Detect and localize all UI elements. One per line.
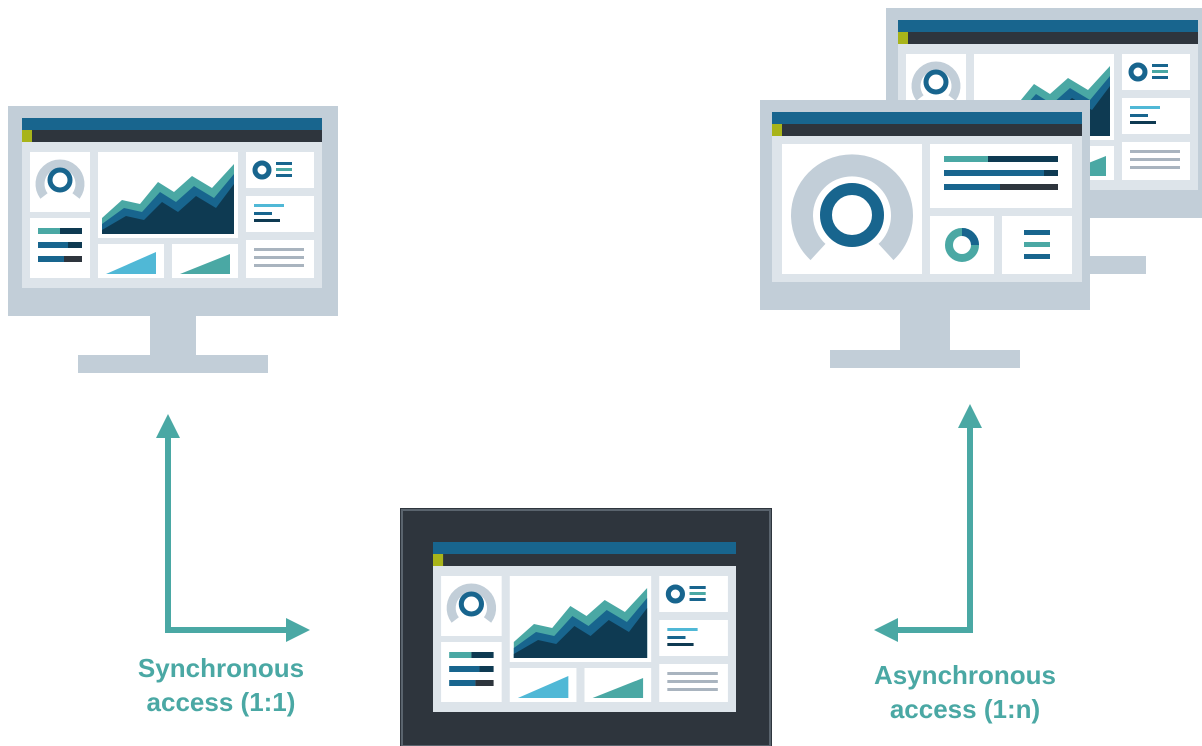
async-caption-line2: access (1:n) bbox=[889, 694, 1041, 724]
left-monitor bbox=[8, 106, 338, 373]
right-front-monitor-stand-base bbox=[830, 350, 1020, 368]
right-front-monitor-stand-neck bbox=[900, 306, 950, 352]
sync-arrowhead-up bbox=[156, 414, 180, 438]
sync-arrow bbox=[156, 414, 310, 642]
sync-caption-line2: access (1:1) bbox=[146, 687, 296, 717]
async-access-caption: Asynchronous access (1:n) bbox=[848, 658, 1082, 726]
left-monitor-stand-neck bbox=[150, 310, 196, 356]
left-monitor-stand-base bbox=[78, 355, 268, 373]
right-front-monitor-screen bbox=[772, 112, 1082, 282]
sync-access-caption: Synchronous access (1:1) bbox=[112, 651, 330, 719]
async-arrow bbox=[874, 404, 982, 642]
right-back-monitor-stand bbox=[1090, 256, 1146, 274]
async-arrowhead-up bbox=[958, 404, 982, 428]
left-monitor-screen bbox=[22, 118, 322, 288]
right-front-monitor bbox=[760, 100, 1090, 368]
sync-arrowhead-right bbox=[286, 618, 310, 642]
async-caption-line1: Asynchronous bbox=[873, 660, 1057, 690]
center-panel-device bbox=[400, 508, 772, 746]
async-arrowhead-left bbox=[874, 618, 898, 642]
sync-caption-line1: Synchronous bbox=[137, 653, 305, 683]
center-panel-screen bbox=[433, 542, 736, 712]
